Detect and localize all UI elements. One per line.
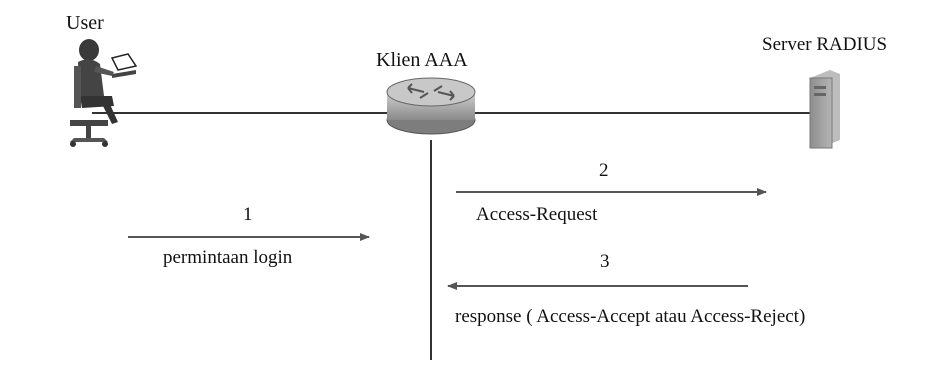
step-3-label: response ( Access-Accept atau Access-Rej… bbox=[455, 306, 805, 327]
step-3-number: 3 bbox=[600, 251, 610, 272]
server-label: Server RADIUS bbox=[762, 34, 887, 55]
router-icon bbox=[386, 77, 476, 135]
step-2-label: Access-Request bbox=[476, 204, 598, 225]
server-tower-icon bbox=[809, 70, 840, 149]
user-at-computer-icon bbox=[70, 39, 138, 147]
client-label: Klien AAA bbox=[376, 49, 468, 71]
step-1-number: 1 bbox=[243, 204, 253, 225]
user-label: User bbox=[66, 12, 104, 34]
step-1-label: permintaan login bbox=[163, 247, 293, 268]
step-2-number: 2 bbox=[599, 160, 609, 181]
